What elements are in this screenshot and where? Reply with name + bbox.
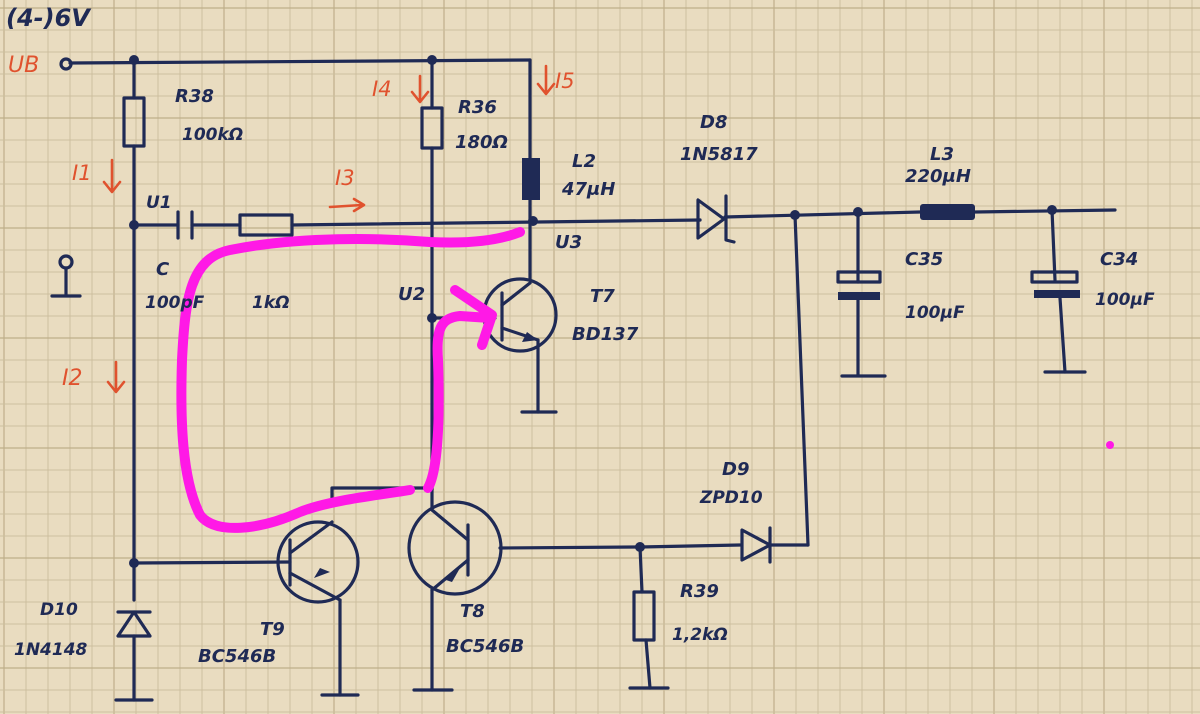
l2-value: 47μH xyxy=(561,179,615,200)
d9-ref: D9 xyxy=(722,459,749,480)
t7-value: BD137 xyxy=(572,324,639,345)
probe-symbol xyxy=(50,254,82,298)
l2-inductor xyxy=(522,158,540,200)
d10-diode xyxy=(116,610,152,638)
junction-d8-out xyxy=(790,210,800,220)
t7-ref: T7 xyxy=(590,286,615,307)
r36-value: 180Ω xyxy=(455,132,508,153)
junction-base-left xyxy=(129,558,139,568)
c34-bottom xyxy=(1058,296,1067,374)
i1-label: I1 xyxy=(72,161,92,185)
highlight-loop xyxy=(176,227,525,533)
junction-r38-top xyxy=(129,55,139,65)
junction-c35 xyxy=(853,207,863,217)
r38-ref: R38 xyxy=(175,86,214,107)
l3-value: 220μH xyxy=(905,166,971,187)
wires xyxy=(68,58,1117,702)
current-annotations: I1 I2 I3 I4 I5 xyxy=(62,64,575,394)
highlight-dot xyxy=(1106,441,1114,449)
r38-resistor xyxy=(122,96,146,148)
supply-rail xyxy=(68,58,532,65)
r-resistor xyxy=(238,213,294,237)
c-capacitor xyxy=(176,210,194,240)
i4-label: I4 xyxy=(372,77,392,101)
t8-ref: T8 xyxy=(460,601,485,622)
i3-label: I3 xyxy=(335,166,355,190)
supply-note: (4-)6V xyxy=(6,4,92,32)
d8-to-c35 xyxy=(723,210,922,219)
i5-label: I5 xyxy=(555,69,575,93)
r39-value: 1,2kΩ xyxy=(672,625,728,645)
c-ref: C xyxy=(156,259,170,280)
d9-zener xyxy=(740,526,772,564)
t8-transistor xyxy=(407,486,503,596)
i2-arrow xyxy=(106,360,126,394)
c-value: 100pF xyxy=(145,293,205,313)
l3-inductor xyxy=(920,204,975,220)
u1-label: U1 xyxy=(146,193,172,213)
l2-ref: L2 xyxy=(572,151,596,172)
i1-arrow xyxy=(102,158,122,194)
i5-arrow xyxy=(536,64,556,96)
r39-top xyxy=(638,545,644,594)
t8-base-to-r39 xyxy=(498,545,642,550)
l3-ref: L3 xyxy=(930,144,954,165)
c34-top xyxy=(1050,208,1057,282)
bottom-base-line xyxy=(132,560,292,565)
junction-u1 xyxy=(129,220,139,230)
r39-bottom xyxy=(644,638,652,690)
r-value: 1kΩ xyxy=(252,293,290,313)
c35-ref: C35 xyxy=(905,249,943,270)
ub-terminal xyxy=(59,57,73,71)
r38-value: 100kΩ xyxy=(182,125,243,145)
d10-ref: D10 xyxy=(40,600,78,620)
i2-label: I2 xyxy=(62,366,83,391)
d9-left xyxy=(638,543,742,549)
c34-ref: C34 xyxy=(1100,249,1138,270)
r39-resistor xyxy=(632,590,656,642)
c35-value: 100μF xyxy=(905,303,965,323)
c35-capacitor xyxy=(836,270,882,300)
c34-value: 100μF xyxy=(1095,290,1155,310)
d10-value: 1N4148 xyxy=(14,640,88,660)
junction-u3 xyxy=(528,216,538,226)
l3-to-c34 xyxy=(973,208,1117,214)
t8-value: BC546B xyxy=(446,636,524,657)
r36-resistor xyxy=(420,106,444,150)
u3-label: U3 xyxy=(555,232,582,253)
junction-r36-top xyxy=(427,55,437,65)
d8-ref: D8 xyxy=(700,112,727,133)
labels: (4-)6V UB R38 100kΩ R36 180Ω L2 47μH D8 … xyxy=(6,4,1155,667)
feedback-line xyxy=(793,213,810,547)
d8-diode xyxy=(696,194,736,244)
u2-label: U2 xyxy=(398,284,425,305)
d9-value: ZPD10 xyxy=(699,488,763,508)
i3-arrow xyxy=(328,197,366,213)
junction-u2 xyxy=(427,313,437,323)
junction-r39 xyxy=(635,542,645,552)
t9-transistor xyxy=(276,520,360,604)
r36-ref: R36 xyxy=(458,97,497,118)
junctions xyxy=(129,55,1057,568)
i4-arrow xyxy=(410,74,430,104)
t9-ref: T9 xyxy=(260,619,285,640)
components xyxy=(50,57,1080,642)
t9-value: BC546B xyxy=(198,646,276,667)
junction-c34 xyxy=(1047,205,1057,215)
r39-ref: R39 xyxy=(680,581,719,602)
r-to-u3 xyxy=(290,218,702,227)
supply-label: UB xyxy=(8,53,39,78)
d8-value: 1N5817 xyxy=(680,144,758,165)
c34-capacitor xyxy=(1030,270,1080,298)
